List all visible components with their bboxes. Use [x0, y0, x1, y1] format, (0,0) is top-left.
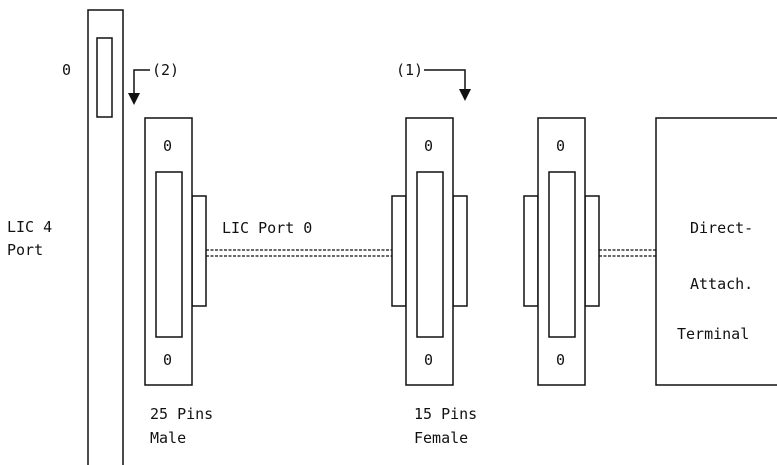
connector-15-caption-line2: Female: [414, 429, 468, 447]
connector-15-caption-line1: 15 Pins: [414, 405, 477, 423]
connector-15-pin-block: [416, 171, 444, 338]
terminal-label-line2: Attach.: [690, 275, 753, 293]
connector-15-top-marker: 0: [424, 137, 433, 155]
connector-25-pin-male: 0 0: [144, 117, 207, 386]
connector-25-caption-line2: Male: [150, 429, 186, 447]
terminal-box: [655, 117, 777, 386]
connector-term-left-flange: [523, 195, 539, 307]
connector-15-caption: 15 Pins Female: [414, 405, 477, 447]
connector-25-bottom-marker: 0: [163, 351, 172, 369]
connector-term-bottom-marker: 0: [556, 351, 565, 369]
connector-25-caption: 25 Pins Male: [150, 405, 213, 447]
callout-2-label: (2): [152, 61, 179, 79]
connector-15-pin-female: 0 0: [391, 117, 468, 386]
terminal-label-line3: Terminal: [677, 325, 749, 343]
connector-25-side-flange: [191, 195, 207, 307]
lic-port-label-line1: LIC 4: [7, 218, 52, 236]
callout-1-arrowhead: [459, 89, 471, 101]
callout-2-arrowhead: [128, 93, 140, 105]
connector-15-right-flange: [452, 195, 468, 307]
connector-15-bottom-marker: 0: [424, 351, 433, 369]
lic-card-slot: [96, 37, 113, 118]
connector-25-pin-block: [155, 171, 183, 338]
lic-port-label: LIC 4 Port: [7, 218, 52, 259]
callout-2: (2): [128, 61, 179, 105]
callout-1: (1): [396, 61, 471, 101]
connector-25-top-marker: 0: [163, 137, 172, 155]
connector-terminal-side: 0 0: [523, 117, 600, 386]
connector-25-caption-line1: 25 Pins: [150, 405, 213, 423]
connector-term-pin-block: [548, 171, 576, 338]
connector-term-right-flange: [584, 195, 600, 307]
cable-lic-port-0: LIC Port 0: [206, 219, 392, 257]
card-slot-marker: 0: [62, 61, 71, 79]
lic-card: 0: [62, 9, 124, 465]
cable-label: LIC Port 0: [222, 219, 312, 237]
callout-2-leader: [133, 69, 150, 96]
connector-term-top-marker: 0: [556, 137, 565, 155]
cable-to-terminal: [599, 249, 656, 257]
connector-15-left-flange: [391, 195, 407, 307]
direct-attach-terminal: Direct- Attach. Terminal: [655, 117, 777, 386]
callout-1-label: (1): [396, 61, 423, 79]
callout-1-leader: [424, 69, 466, 92]
terminal-label-line1: Direct-: [690, 219, 753, 237]
lic-port-label-line2: Port: [7, 241, 43, 259]
